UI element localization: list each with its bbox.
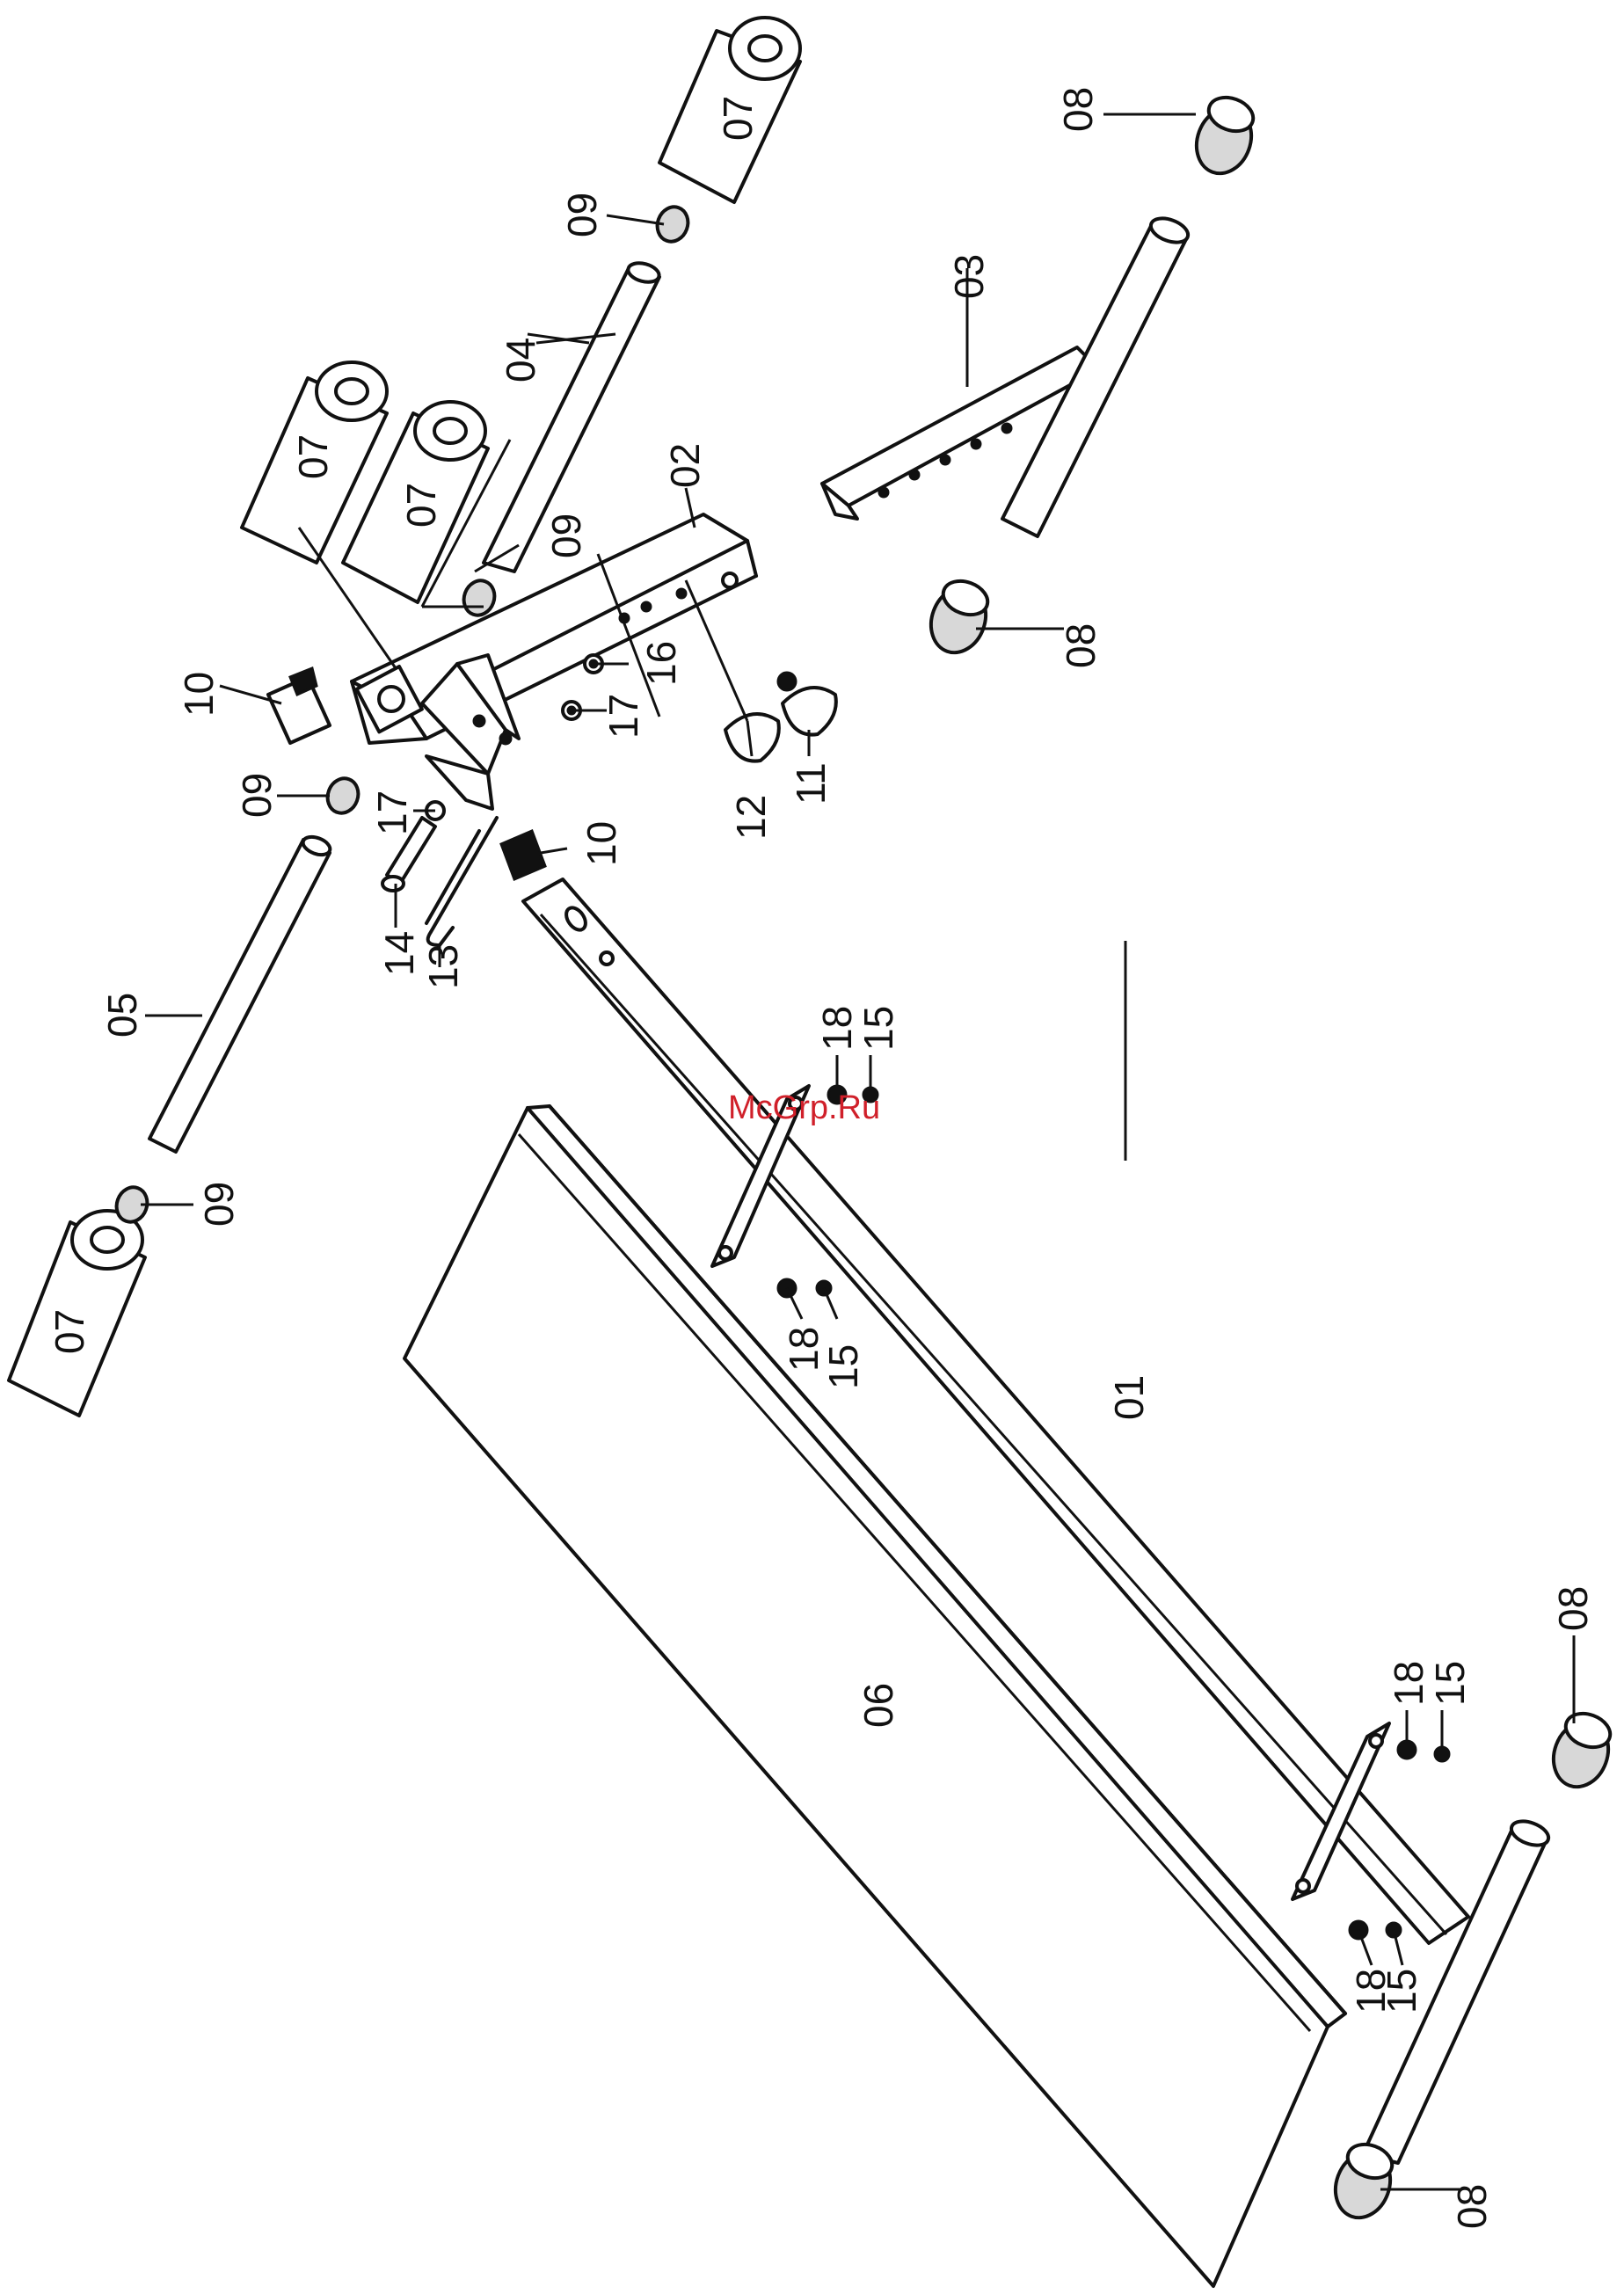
label-15-lower-right: 15: [1427, 1661, 1473, 1706]
label-09-left: 09: [234, 773, 280, 818]
end-cap-top-right: [1188, 91, 1260, 181]
label-01: 01: [1106, 1375, 1152, 1420]
label-09-mid: 09: [543, 513, 589, 558]
label-04: 04: [498, 338, 543, 382]
label-08-mid: 08: [1058, 623, 1103, 668]
end-cap-mid: [922, 575, 994, 660]
label-18-lower-right: 18: [1386, 1661, 1431, 1706]
square-plug-upper: [268, 668, 330, 743]
label-15-lower-left: 15: [1379, 1969, 1424, 2014]
label-10-lower: 10: [579, 821, 624, 866]
label-03: 03: [946, 254, 992, 299]
part-labels: 08 07 09 03 04 07 07 02 09 08 16 17 10 0…: [47, 87, 1596, 2229]
label-18-upper-right: 18: [814, 1006, 860, 1051]
label-13: 13: [420, 944, 466, 989]
label-05: 05: [99, 993, 145, 1038]
label-07-bottom: 07: [47, 1309, 92, 1354]
label-06: 06: [856, 1683, 901, 1728]
label-08-bottom: 08: [1449, 2184, 1495, 2229]
knob-11: [778, 673, 836, 735]
fastener-upper-left: [778, 1279, 831, 1297]
label-15-upper-right: 15: [856, 1006, 901, 1051]
label-02: 02: [662, 443, 708, 488]
fastener-lower-left: [1350, 1921, 1401, 1939]
locking-pin: [426, 818, 497, 945]
label-17-lower: 17: [369, 790, 415, 835]
end-cap-lower-right: [1545, 1708, 1617, 1795]
label-11: 11: [788, 762, 834, 805]
watermark: McGrp.Ru: [728, 1089, 880, 1126]
square-plug-lower: [501, 831, 545, 879]
label-17-upper: 17: [601, 694, 646, 739]
label-12: 12: [728, 795, 774, 840]
label-07-mid-2: 07: [398, 483, 444, 528]
lower-roller-bar: [149, 834, 332, 1152]
label-09-bottom: 09: [196, 1182, 242, 1227]
label-15-upper-left: 15: [820, 1344, 866, 1389]
label-08-top: 08: [1055, 87, 1101, 132]
label-16: 16: [638, 641, 684, 686]
label-08-lower-right: 08: [1550, 1586, 1596, 1631]
label-07-mid-1: 07: [290, 434, 336, 479]
label-10-upper: 10: [176, 672, 222, 717]
label-14: 14: [376, 931, 422, 976]
label-07-top: 07: [715, 96, 761, 141]
label-09-top: 09: [559, 193, 605, 237]
